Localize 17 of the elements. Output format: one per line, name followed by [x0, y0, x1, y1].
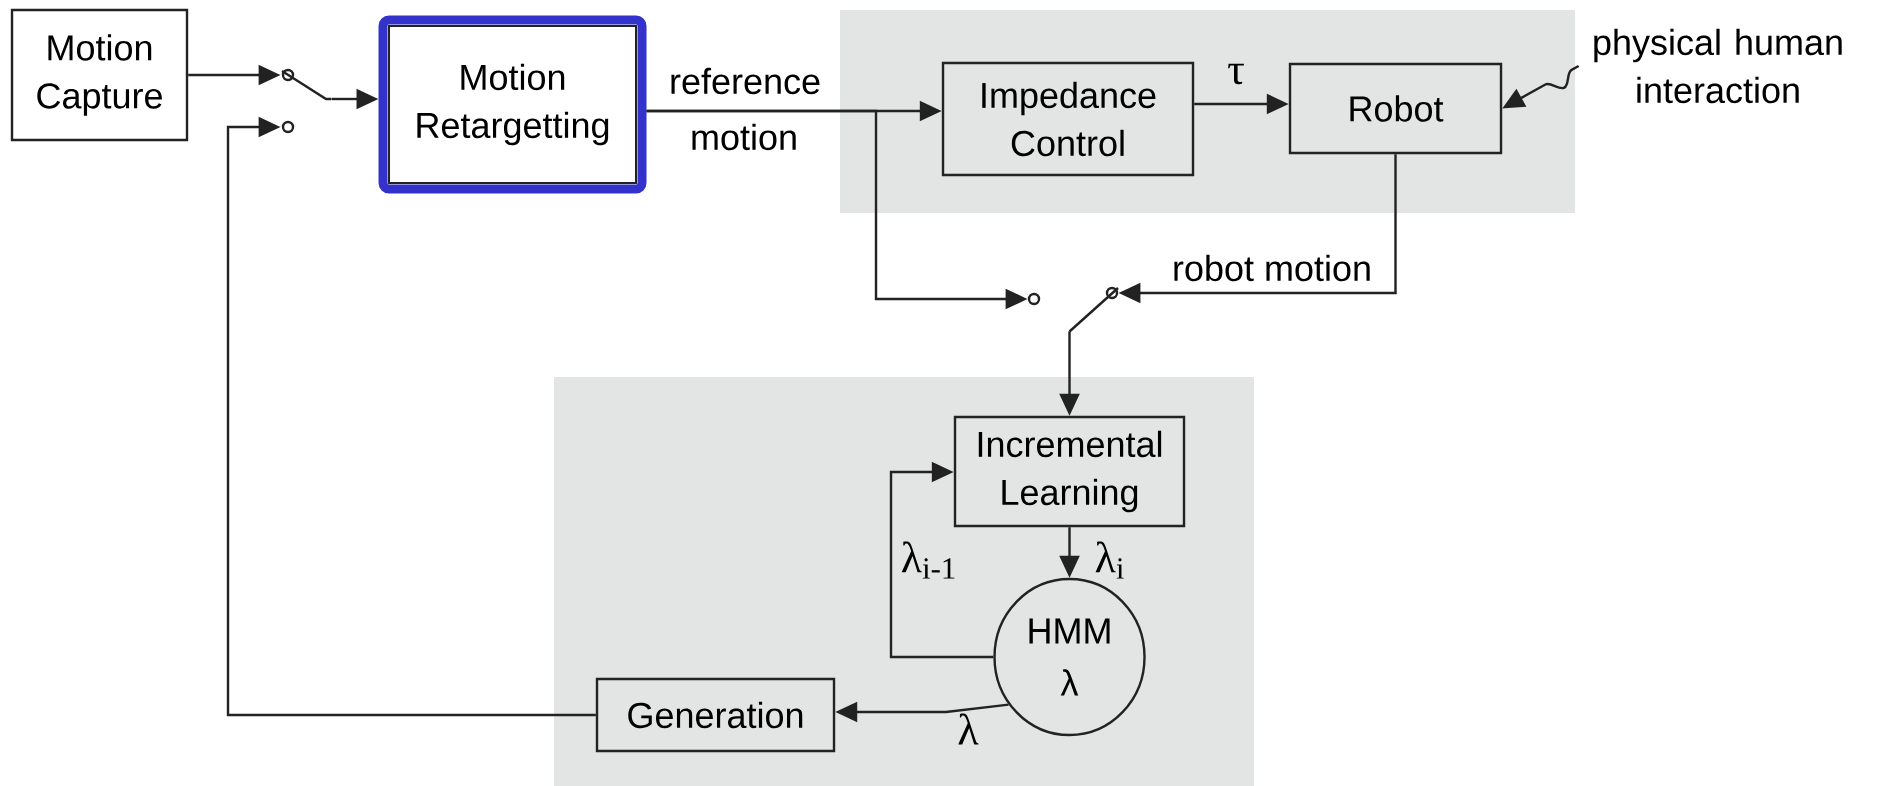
highlighted-process-box: Motion Retargetting	[378, 15, 647, 194]
process-box: Motion Capture	[10, 8, 189, 142]
switch-symbol	[1027, 286, 1119, 333]
input-text: physical human interaction	[1594, 28, 1842, 104]
edge-label: robot motion	[1174, 254, 1370, 282]
process-box: Robot	[1288, 62, 1503, 155]
switch-symbol	[281, 68, 331, 134]
edge-label: λ	[958, 713, 979, 745]
process-box: Incremental Learning	[953, 415, 1186, 528]
process-box: Generation	[595, 677, 836, 753]
arrow	[889, 461, 994, 659]
arrow	[226, 116, 596, 717]
edge-label: λ$_{i-1}$	[901, 541, 955, 579]
process-box: Impedance Control	[941, 61, 1195, 177]
edge-label: τ	[1228, 63, 1244, 85]
edge-label: λ$_{i}$	[1095, 541, 1124, 579]
edge-label: reference motion	[671, 67, 820, 151]
